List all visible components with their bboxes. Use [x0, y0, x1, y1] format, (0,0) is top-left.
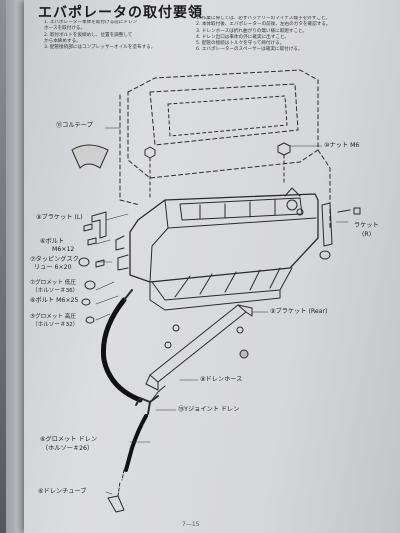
- note-line: 2. 取付ボルトを仮締めし、位置を調整して: [44, 32, 133, 38]
- corner-tape: [71, 144, 109, 169]
- label-nut: ⑩ナット M6: [324, 142, 360, 149]
- note-line: 1. エバポレーター本体を取付ける前にドレン: [44, 20, 138, 25]
- page-number: 7—15: [182, 521, 200, 528]
- notes-left: 1. エバポレーター本体を取付ける前にドレン ホースを取付ける。 2. 取付ボル…: [44, 20, 184, 51]
- note-line: 4. ドレン出口は車体の外に確実に出すこと。: [196, 34, 290, 40]
- label-grommet-drain-size: （ホルソー＃26）: [42, 445, 94, 452]
- manual-page: [24, 0, 400, 533]
- bracket-rear: [149, 304, 247, 383]
- glovebox-outline: [149, 83, 299, 146]
- label-y-joint: ⑮Yジョイント ドレン: [178, 406, 240, 413]
- label-raket-r: (R): [362, 231, 372, 238]
- label-bracket-left: ⑧ブラケット (L): [36, 214, 83, 221]
- label-bolt1: ⑥ボルト: [40, 238, 65, 245]
- note-line: 2. 本体取付後、エバポレーターの前後、左右のガタを確認する。: [196, 22, 331, 28]
- note-line: 6. エバポレーターのスペーサーは確実に取付ける。: [196, 47, 303, 53]
- bracket-left: [91, 211, 107, 239]
- y-joint: [135, 395, 159, 415]
- label-grommet-low: ⑦グロメット 低圧: [30, 280, 76, 286]
- note-line: 1. 作業に際しては、必ずバッテリーのマイナス端子を外すこと。: [196, 16, 331, 21]
- label-bolt1-size: M6×12: [52, 246, 75, 253]
- label-tapping-size: リュー 6×20: [34, 264, 72, 271]
- evaporator-fins: [151, 267, 293, 301]
- drain-hose: [100, 297, 143, 403]
- label-grommet-low-size: （ホルソー＃36）: [32, 288, 79, 294]
- label-corner-tape: ⑪コルテープ: [56, 122, 93, 129]
- evaporator-body: [129, 193, 319, 283]
- label-grommet-high: ⑤グロメット 高圧: [30, 314, 76, 320]
- label-grommet-high-size: （ホルソー＃32）: [32, 322, 79, 328]
- bracket-right: [321, 202, 333, 247]
- note-line: 3. ドレンホースは折れ曲がりの無い様に取廻すこと。: [196, 28, 308, 34]
- note-line: 5. 配管の接続はトルクを守って締付ける。: [196, 41, 285, 47]
- drain-tube: [107, 495, 125, 513]
- label-drain-hose: ⑧ドレンホース: [200, 376, 243, 383]
- dashboard-outline: [127, 69, 319, 179]
- note-line: 3. 配管接続部にはコンプレッサーオイルを塗布する。: [44, 45, 156, 51]
- label-drain-tube: ⑥ドレンチューブ: [38, 488, 87, 495]
- note-line: から本締めする。: [44, 38, 81, 44]
- label-tapping: ⑦タッピングスク: [30, 256, 79, 263]
- label-grommet-drain: ⑥グロメット ドレン: [40, 436, 98, 443]
- label-bracket-rear: ⑨ブラケット (Rear): [270, 308, 328, 315]
- note-line: ホースを取付ける。: [44, 26, 86, 32]
- drain-grommet-hose: [124, 414, 148, 472]
- page-title: エバポレータの取付要領: [38, 5, 203, 21]
- label-bolt2: ⑥ボルト M6×25: [30, 297, 79, 304]
- notes-right: 1. 作業に際しては、必ずバッテリーのマイナス端子を外すこと。 2. 本体取付後…: [196, 16, 372, 54]
- label-raket: ラケット: [354, 222, 379, 229]
